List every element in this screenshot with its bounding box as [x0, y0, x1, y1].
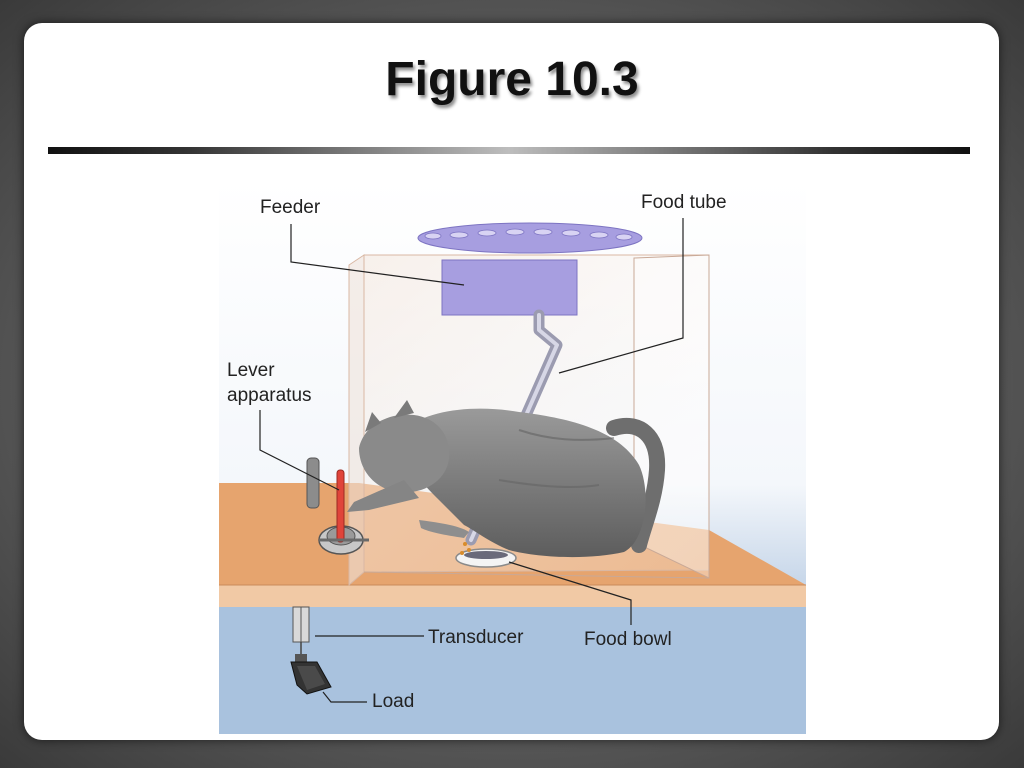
lever-bar: [336, 469, 345, 543]
callout-food-bowl: [508, 561, 632, 625]
cat-paw: [419, 520, 469, 538]
label-food-tube: Food tube: [641, 192, 727, 213]
feeder-box: [441, 259, 578, 316]
cat-tail: [606, 417, 666, 553]
load-weight: [290, 654, 332, 695]
label-transducer: Transducer: [428, 627, 524, 648]
label-lever-line2: apparatus: [227, 385, 312, 406]
callout-lever: [259, 410, 340, 491]
label-load: Load: [372, 691, 414, 712]
feeder-tray: [417, 222, 643, 254]
label-food-bowl: Food bowl: [584, 629, 672, 650]
cat-head: [359, 414, 450, 493]
label-feeder: Feeder: [260, 197, 321, 218]
slide-title: Figure 10.3: [385, 53, 639, 106]
callout-load: [322, 691, 367, 703]
cat-body: [403, 408, 646, 558]
transducer: [292, 606, 310, 643]
cat-front-leg: [347, 480, 419, 512]
feeder-tray-holes: [424, 228, 633, 241]
lever-apparatus: [306, 457, 369, 555]
cat-illustration: [347, 400, 666, 558]
label-lever-line1: Lever: [227, 360, 275, 381]
lever-housing: [306, 457, 320, 509]
skinner-box-illustration: Feeder Food tube Lever apparatus Transdu…: [219, 180, 806, 734]
table-edge: [219, 585, 806, 607]
title-divider: [48, 147, 970, 154]
cat-ear-left: [365, 412, 381, 432]
cat-ear-right: [394, 400, 414, 418]
callout-lines: [259, 218, 684, 703]
callout-feeder: [290, 224, 465, 286]
food-pellets: [460, 542, 471, 555]
callout-food-tube: [558, 218, 684, 374]
